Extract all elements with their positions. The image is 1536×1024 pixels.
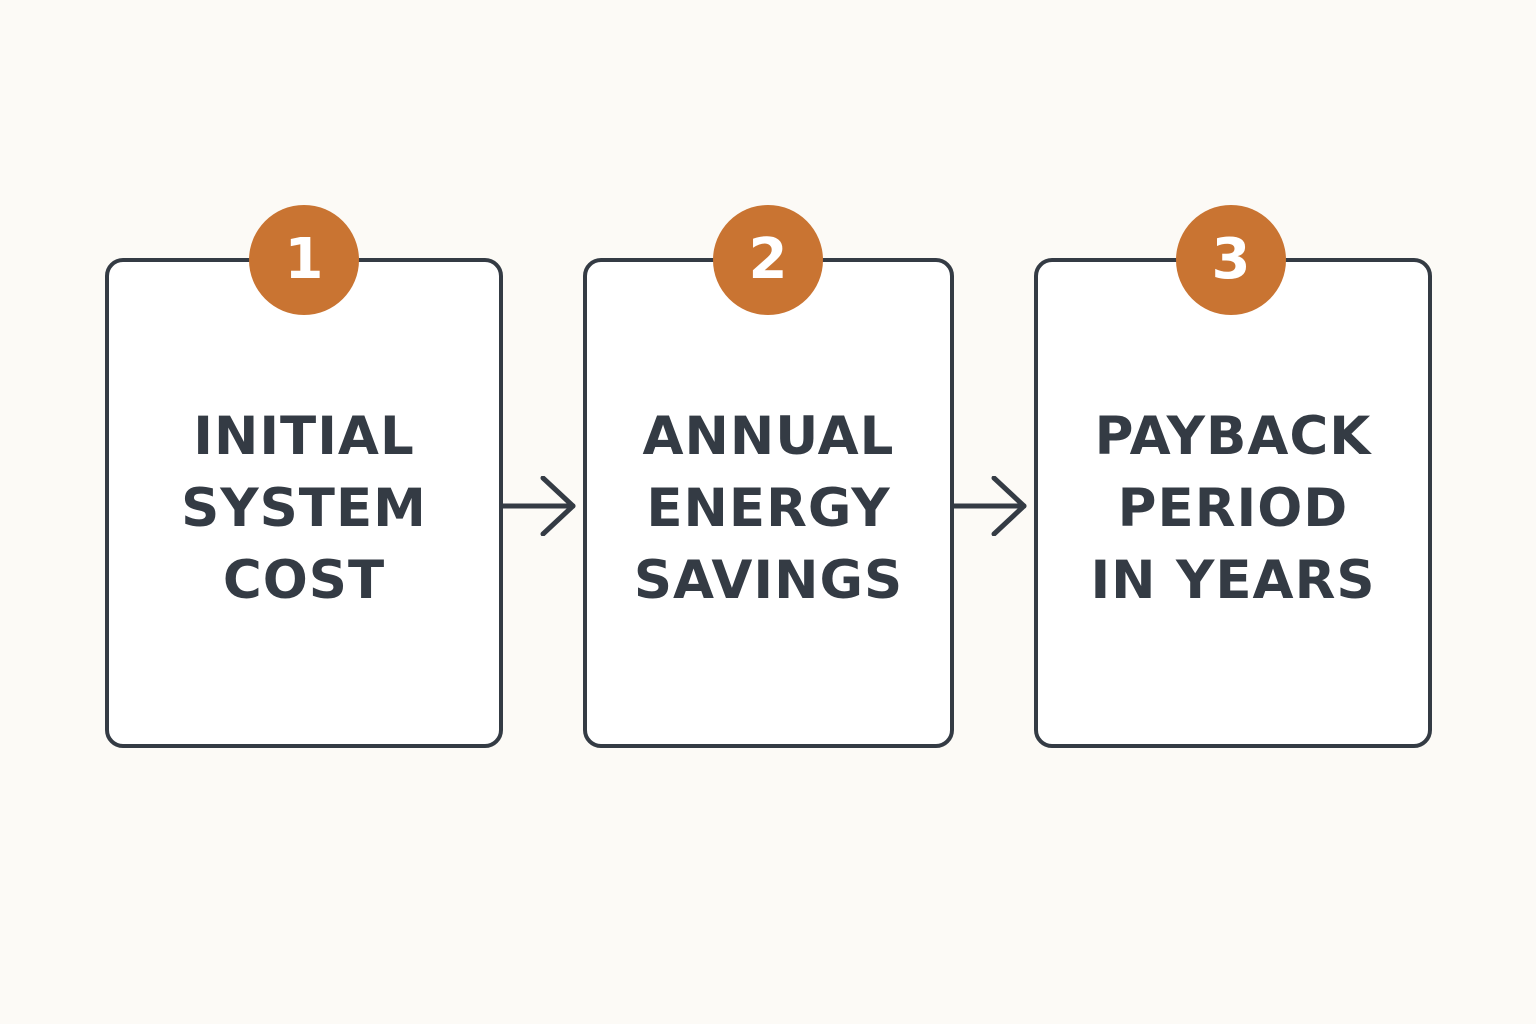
step-3-line-1: PAYBACK [1094,406,1372,467]
step-3-line-2: PERIOD [1117,478,1349,539]
step-1-line-2: SYSTEM [181,478,427,539]
step-1-line-3: COST [222,550,386,611]
step-1-line-1: INITIAL [193,406,415,467]
arrow-right-icon [501,476,576,536]
step-number-badge-1: 1 [249,205,359,315]
step-number-badge-2: 2 [713,205,823,315]
step-number-badge-3: 3 [1176,205,1286,315]
step-2-line-3: SAVINGS [633,550,904,611]
step-box-2: ANNUAL ENERGY SAVINGS [583,258,954,748]
step-3-line-3: IN YEARS [1090,550,1376,611]
arrow-right-icon [952,476,1027,536]
step-box-3: PAYBACK PERIOD IN YEARS [1034,258,1432,748]
step-2-line-2: ENERGY [646,478,891,539]
step-box-1: INITIAL SYSTEM COST [105,258,503,748]
step-label-3: PAYBACK PERIOD IN YEARS [1038,401,1428,617]
step-label-1: INITIAL SYSTEM COST [109,401,499,617]
step-2-line-1: ANNUAL [642,406,895,467]
step-label-2: ANNUAL ENERGY SAVINGS [587,401,950,617]
